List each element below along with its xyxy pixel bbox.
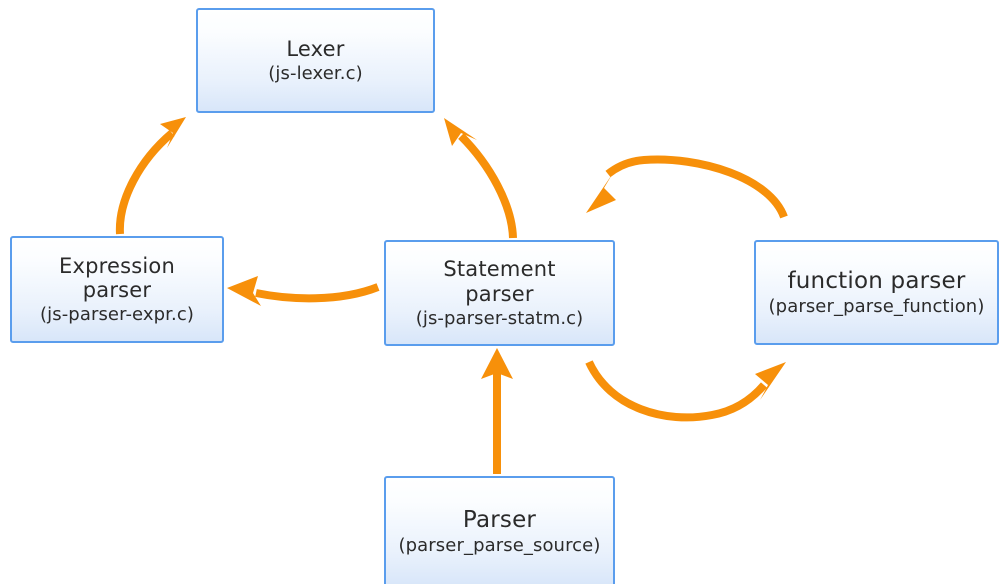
node-statement-parser-title: Statement parser <box>443 257 556 306</box>
edge-statement-parser-to-lexer <box>444 118 517 239</box>
node-lexer-title: Lexer <box>286 37 345 61</box>
node-parser[interactable]: Parser (parser_parse_source) <box>384 476 615 584</box>
node-parser-subtitle: (parser_parse_source) <box>398 535 601 557</box>
node-function-parser-title: function parser <box>787 267 966 294</box>
edge-statement-parser-to-function-parser <box>585 360 786 422</box>
node-parser-title: Parser <box>462 507 537 534</box>
node-function-parser[interactable]: function parser (parser_parse_function) <box>754 240 999 345</box>
node-expression-parser[interactable]: Expression parser (js-parser-expr.c) <box>10 236 224 343</box>
node-statement-parser-subtitle: (js-parser-statm.c) <box>415 307 584 329</box>
node-statement-parser[interactable]: Statement parser (js-parser-statm.c) <box>384 240 615 346</box>
edge-statement-parser-to-expression-parser <box>227 276 380 306</box>
edge-parser-to-statement-parser <box>481 348 513 474</box>
node-expression-parser-subtitle: (js-parser-expr.c) <box>40 304 194 326</box>
node-lexer[interactable]: Lexer (js-lexer.c) <box>196 8 435 113</box>
node-expression-parser-title: Expression parser <box>59 253 175 303</box>
edge-expression-parser-to-lexer <box>115 117 186 235</box>
edge-function-parser-to-statement-parser <box>586 155 788 219</box>
node-lexer-subtitle: (js-lexer.c) <box>268 62 363 84</box>
node-function-parser-subtitle: (parser_parse_function) <box>768 295 985 317</box>
